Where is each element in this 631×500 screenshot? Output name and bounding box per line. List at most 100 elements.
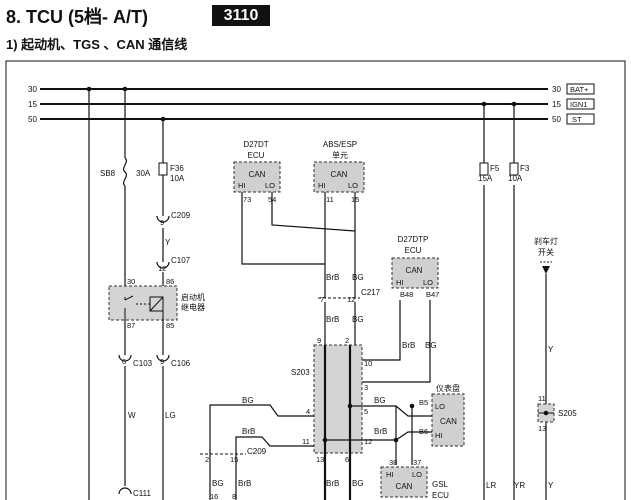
wire-y-f36: Y [165,238,171,247]
c217-connector: 7 12 C217 [318,288,381,304]
svg-text:C209: C209 [247,447,267,456]
sb8-fuse-icon [122,157,128,187]
svg-text:CAN: CAN [440,417,457,426]
relay-label-line1: 启动机 [181,292,205,302]
c103-connector-icon [118,354,132,362]
d27dt-ecu: D27DT ECU CAN HI LO 73 54 [233,140,281,204]
svg-text:C217: C217 [361,288,381,297]
wire-brb-cluster: BrB [374,427,387,436]
instrument-cluster: 仪表盘 LO CAN HI B5 B6 [419,383,465,447]
f36-fuse-icon [158,162,168,176]
s203-splice: S203 9 2 10 3 4 5 11 12 13 6 [291,336,372,464]
svg-text:30: 30 [127,277,135,286]
svg-text:HI: HI [238,181,246,190]
svg-text:HI: HI [318,181,326,190]
wire-bg-upper: BG [352,273,364,282]
svg-text:CAN: CAN [249,170,266,179]
svg-text:S203: S203 [291,368,310,377]
svg-text:9: 9 [160,357,164,366]
c209-bottom-connector: 2 15 C209 [200,447,267,464]
svg-text:85: 85 [166,321,174,330]
f5-rating: 15A [478,174,493,183]
sb8-label: SB8 [100,169,116,178]
svg-text:ECU: ECU [405,246,422,255]
svg-text:刹车灯: 刹车灯 [534,236,558,246]
svg-text:15: 15 [28,100,37,109]
svg-text:ECU: ECU [432,491,449,500]
svg-text:CAN: CAN [331,170,348,179]
wire-lr: LR [486,481,496,490]
svg-text:D27DTP: D27DTP [398,235,429,244]
svg-text:37: 37 [413,458,421,467]
wire-bg-mid: BG [352,315,364,324]
svg-text:13: 13 [316,455,324,464]
svg-text:50: 50 [552,115,561,124]
wire-bg-cluster: BG [374,396,386,405]
wire-w: W [128,411,136,420]
svg-text:10: 10 [364,359,372,368]
svg-text:5: 5 [364,407,368,416]
svg-text:ABS/ESP: ABS/ESP [323,140,357,149]
c107-connector-icon [156,261,170,269]
svg-text:13: 13 [538,424,546,433]
c107-label: C107 [171,256,191,265]
bus-line-15: 15 15 IGN1 [28,98,595,110]
svg-text:LO: LO [435,402,445,411]
svg-text:8: 8 [232,492,236,500]
svg-text:87: 87 [127,321,135,330]
svg-text:15: 15 [552,100,561,109]
svg-text:73: 73 [243,195,251,204]
svg-text:38: 38 [389,458,397,467]
wire-brb-mid: BrB [326,315,339,324]
sb8-rating: 30A [136,169,151,178]
f5-label: F5 [490,164,500,173]
wire-y-brake-lower: Y [548,481,554,490]
s205-splice: 11 13 S205 [537,394,577,433]
svg-text:CAN: CAN [406,266,423,275]
svg-text:2: 2 [205,455,209,464]
wire-brb-upper: BrB [326,273,339,282]
c106-connector-icon [156,354,170,362]
svg-text:仪表盘: 仪表盘 [436,383,460,393]
svg-text:B47: B47 [426,290,439,299]
svg-text:LO: LO [265,181,275,190]
svg-text:12: 12 [347,295,355,304]
f36-rating: 10A [170,174,185,183]
svg-text:B5: B5 [419,398,428,407]
svg-text:单元: 单元 [332,150,348,160]
svg-text:16: 16 [210,492,218,500]
svg-text:HI: HI [396,278,404,287]
svg-text:30: 30 [552,85,561,94]
wire-bg-d27dtp: BG [425,341,437,350]
c111-label: C111 [133,489,151,498]
svg-text:B48: B48 [400,290,413,299]
svg-text:6: 6 [122,357,126,366]
wire-lg: LG [165,411,176,420]
switch-arrow-icon [542,266,550,274]
relay-switch-icon [124,295,134,301]
svg-text:11: 11 [302,437,310,446]
starter-relay: 30 86 87 85 启动机 继电器 [108,277,205,330]
wire-brb-d27dtp: BrB [402,341,415,350]
svg-text:LO: LO [423,278,433,287]
svg-text:11: 11 [538,394,546,403]
svg-text:HI: HI [386,470,394,479]
svg-text:LO: LO [412,470,422,479]
f3-fuse-icon [509,162,519,176]
wire-y-brake: Y [548,345,554,354]
svg-text:4: 4 [306,407,310,416]
svg-text:15: 15 [230,455,238,464]
svg-text:30: 30 [28,85,37,94]
c106-label: C106 [171,359,191,368]
c209-top-connector-icon [156,215,170,223]
brake-light-switch: 刹车灯 开关 [534,236,558,274]
wire-brb-left: BrB [242,427,255,436]
svg-text:7: 7 [320,295,324,304]
svg-text:CAN: CAN [396,482,413,491]
c209-top-label: C209 [171,211,191,220]
svg-text:12: 12 [158,264,166,273]
wire-bg-left: BG [242,396,254,405]
svg-text:S205: S205 [558,409,577,418]
svg-text:开关: 开关 [538,247,554,257]
